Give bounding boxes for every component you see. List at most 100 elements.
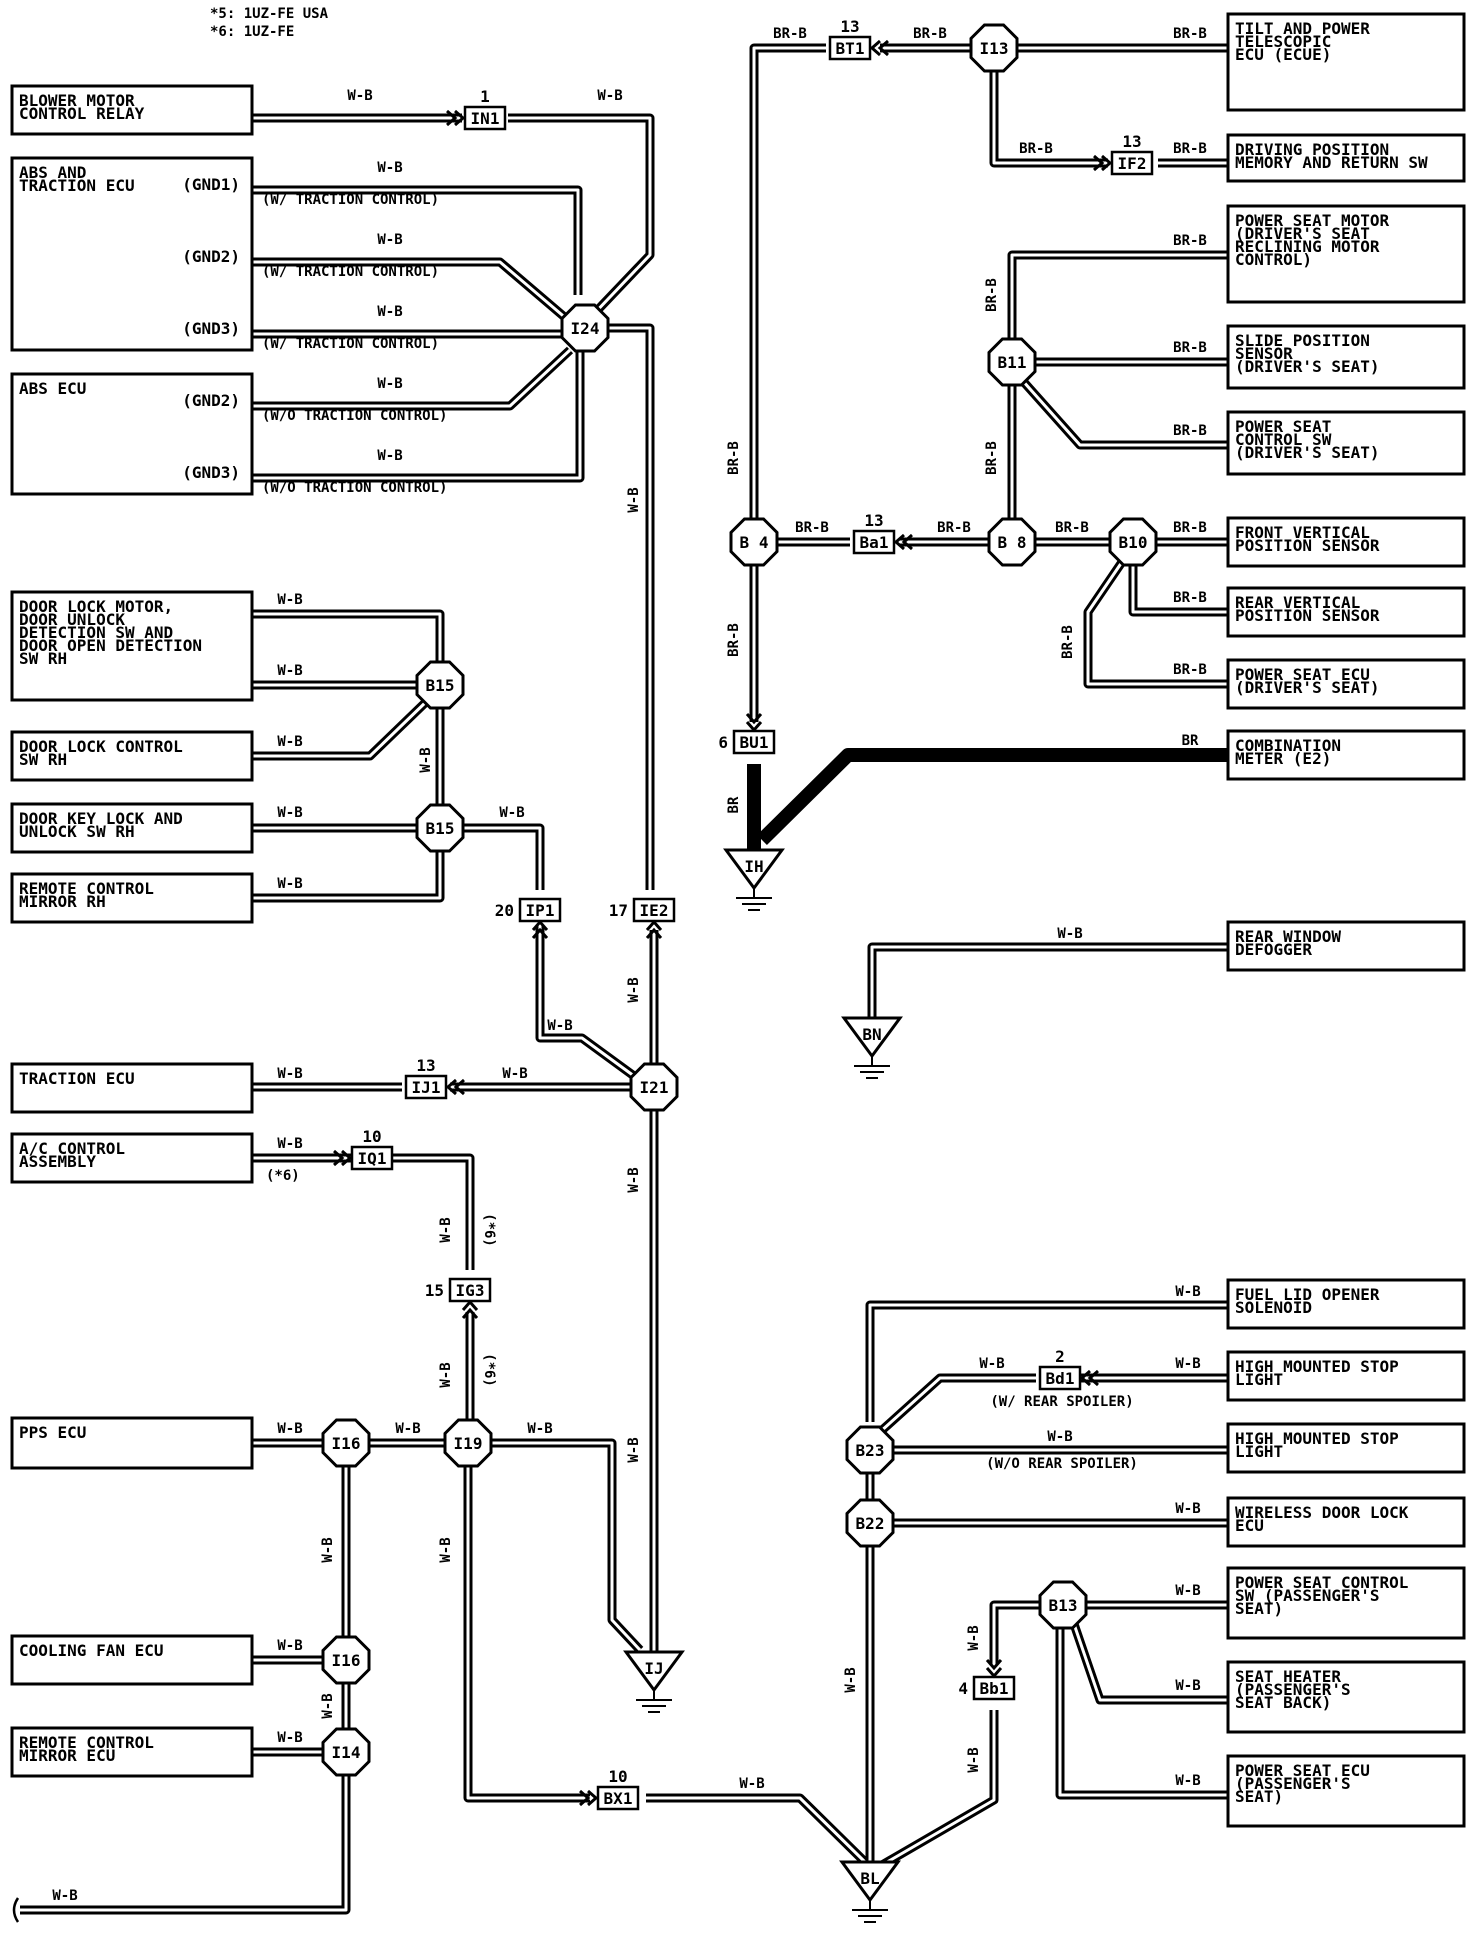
- wire-b10-psecu: [1086, 561, 1228, 686]
- wire-color-label: BR-B: [913, 26, 947, 42]
- wire-abs-gnd3: [252, 350, 582, 480]
- component-rear-vertical-sensor-label: POSITION SENSOR: [1235, 606, 1380, 625]
- wire-color-label: W-B: [418, 747, 434, 772]
- junction-b23-label: B23: [856, 1441, 885, 1460]
- ground-ij-label: IJ: [644, 1659, 663, 1678]
- connector-bd1-arrow: [1079, 1369, 1091, 1387]
- component-power-seat-ecu-passenger-label: POWER SEAT ECU: [1235, 1761, 1370, 1780]
- wire-color-label: W-B: [395, 1421, 420, 1437]
- component-fuel-lid-opener-label: SOLENOID: [1235, 1298, 1312, 1317]
- wire-color-label: BR-B: [1173, 662, 1207, 678]
- junction-i21-octagon: [629, 1062, 679, 1112]
- wire-psmotor-outer: [1007, 250, 1228, 340]
- connector-in1-arrow: [446, 109, 458, 127]
- ground-bl: BL: [839, 1860, 901, 1923]
- wire-i13-if2: [992, 72, 1108, 165]
- component-power-seat-ecu-driver-label: POWER SEAT ECU: [1235, 665, 1370, 684]
- component-power-seat-motor-box: [1226, 204, 1466, 304]
- component-power-seat-ecu-passenger-box: [1226, 1754, 1466, 1828]
- component-cooling-fan-ecu-box: [10, 1634, 254, 1686]
- ground-ih-triangle: [723, 848, 785, 891]
- component-wireless-door-lock-ecu-label: WIRELESS DOOR LOCK: [1235, 1503, 1409, 1522]
- wire-color-label: BR-B: [1173, 423, 1207, 439]
- junction-b15-upper: B15: [415, 660, 465, 710]
- connector-ij1-pin: 13: [416, 1056, 435, 1075]
- junction-i16-lower: I16: [321, 1635, 371, 1685]
- junction-b10-label: B10: [1119, 533, 1148, 552]
- junction-b13: B13: [1038, 1580, 1088, 1630]
- junction-b15-lower: B15: [415, 803, 465, 853]
- component-power-seat-ecu-driver: POWER SEAT ECU(DRIVER'S SEAT): [1226, 658, 1466, 710]
- connector-ig3-arrow: [461, 1307, 479, 1319]
- component-traction-ecu: TRACTION ECU: [10, 1062, 254, 1114]
- component-tilt-telescopic-ecu-label: ECU (ECUE): [1235, 45, 1331, 64]
- wire-bx1-bl: [646, 1796, 867, 1864]
- connector-if2-arrow: [1093, 154, 1105, 172]
- wire-color-wb: W-B: [377, 304, 402, 320]
- wire-ip1-b15-outer: [460, 823, 545, 890]
- condition-star6: (*6): [481, 1353, 497, 1387]
- connector-ba1-pin: 13: [864, 511, 883, 530]
- wire-color-label: BR-B: [1060, 625, 1076, 659]
- component-power-seat-motor-label: RECLINING MOTOR: [1235, 237, 1380, 256]
- junction-b13-octagon: [1038, 1580, 1088, 1630]
- wire-bb1-bl-outer: [879, 1710, 999, 1869]
- note-star5: *5: 1UZ-FE USA: [210, 6, 329, 22]
- component-abs-ecu-label: ABS ECU: [19, 379, 86, 398]
- connector-ip1-label: IP1: [526, 901, 555, 920]
- pin-gnd2: (GND2): [182, 247, 240, 266]
- component-door-key-lock-sw-box: [10, 802, 254, 854]
- wire-i19-bx1-outer: [463, 1466, 590, 1803]
- wire-color-label: W-B: [277, 1730, 302, 1746]
- component-driving-position-memory-box: [1226, 133, 1466, 183]
- connector-bu1-label: BU1: [740, 733, 769, 752]
- connector-iq1-label: IQ1: [358, 1149, 387, 1168]
- wire-bb1-bl: [881, 1710, 996, 1867]
- wire-color-label: BR-B: [1173, 590, 1207, 606]
- component-door-lock-motor-label: DOOR LOCK MOTOR,: [19, 597, 173, 616]
- junction-i24-octagon: [560, 303, 610, 353]
- component-power-seat-motor-label: CONTROL): [1235, 250, 1312, 269]
- component-door-lock-control-sw-label: SW RH: [19, 750, 67, 769]
- junction-i19-octagon: [443, 1418, 493, 1468]
- component-rear-vertical-sensor-label: REAR VERTICAL: [1235, 593, 1360, 612]
- component-pps-ecu-label: PPS ECU: [19, 1423, 86, 1442]
- junction-b15-upper-label: B15: [426, 676, 455, 695]
- wire-i19-bx1: [466, 1466, 590, 1800]
- junction-b22-label: B22: [856, 1514, 885, 1533]
- wire-color-label: W-B: [1175, 1773, 1200, 1789]
- connector-bu1-pin: 6: [718, 733, 728, 752]
- connector-bu1-arrow: [745, 721, 763, 733]
- component-cooling-fan-ecu-label: COOLING FAN ECU: [19, 1641, 164, 1660]
- condition-wo-traction: (W/O TRACTION CONTROL): [262, 480, 447, 496]
- component-high-mounted-stop-light-label: HIGH MOUNTED STOP: [1235, 1357, 1399, 1376]
- component-power-seat-ecu-passenger-label: SEAT): [1235, 1787, 1283, 1806]
- junction-b8: B 8: [987, 517, 1037, 567]
- wire-color-label: W-B: [626, 977, 642, 1002]
- component-power-seat-motor-label: POWER SEAT MOTOR: [1235, 211, 1389, 230]
- component-remote-mirror-rh-label: REMOTE CONTROL: [19, 879, 154, 898]
- connector-if2-pin: 13: [1122, 132, 1141, 151]
- wire-in1-i24: [508, 116, 652, 320]
- component-abs-traction-ecu-label: ABS AND: [19, 163, 86, 182]
- junction-b4-octagon: [729, 517, 779, 567]
- component-traction-ecu-label: TRACTION ECU: [19, 1069, 135, 1088]
- component-seat-heater-passenger-label: SEAT BACK): [1235, 1693, 1331, 1712]
- connector-bx1-arrow: [579, 1789, 591, 1807]
- wire-gnd1: [252, 188, 580, 295]
- wire-psmotor: [1010, 253, 1228, 340]
- junction-i13-octagon: [969, 23, 1019, 73]
- wire-color-wb: W-B: [377, 232, 402, 248]
- condition-wo-traction: (W/O TRACTION CONTROL): [262, 408, 447, 424]
- junction-b23-octagon: [845, 1425, 895, 1475]
- junction-b4-label: B 4: [740, 533, 769, 552]
- component-power-seat-motor: POWER SEAT MOTOR(DRIVER'S SEATRECLINING …: [1226, 204, 1466, 304]
